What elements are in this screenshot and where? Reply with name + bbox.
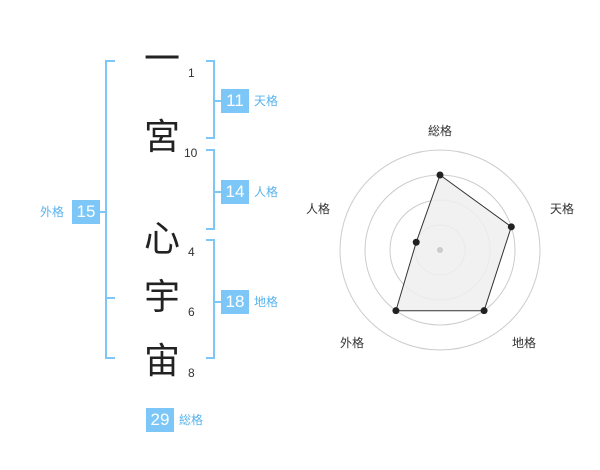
gaikaku-label: 外格 (40, 205, 65, 219)
stroke-count-5: 8 (188, 366, 195, 380)
jinkaku-label: 人格 (254, 185, 279, 199)
radar-point-1 (436, 171, 444, 179)
radar-value-polygon (395, 174, 512, 312)
soukaku-label: 総格 (179, 413, 204, 427)
stroke-count-2: 10 (184, 146, 198, 160)
stroke-count-1: 1 (188, 66, 195, 80)
jinkaku-value-badge: 14 (221, 180, 249, 204)
name-char-5: 宙 (143, 341, 180, 382)
radar-axis-label-jinkaku: 人格 (305, 202, 330, 216)
radar-axis-label-soukaku: 総格 (427, 124, 452, 138)
radar-axis-label-gaikaku: 外格 (339, 336, 364, 350)
soukaku-value-badge: 29 (146, 408, 174, 432)
chikaku-value-badge: 18 (221, 290, 249, 314)
jinkaku-bracket (206, 149, 215, 230)
tenkaku-label: 天格 (254, 94, 279, 108)
radar-ring-4 (339, 149, 541, 351)
name-char-4: 宇 (143, 277, 180, 318)
name-char-3: 心 (143, 219, 180, 260)
stroke-count-4: 6 (188, 305, 195, 319)
name-char-2: 宮 (143, 117, 180, 158)
radar-axis-label-tenkaku: 天格 (549, 202, 574, 216)
radar-center-dot (437, 247, 443, 253)
chikaku-bracket (206, 239, 215, 359)
gaikaku-value-badge: 15 (72, 200, 100, 224)
radar-axis-label-chikaku: 地格 (511, 336, 536, 350)
tenkaku-bracket (206, 60, 215, 139)
stroke-count-3: 4 (188, 245, 195, 259)
tenkaku-value-badge: 11 (221, 89, 249, 113)
name-char-1: 一 (143, 39, 180, 80)
radar-point-3 (480, 307, 488, 315)
radar-point-5 (412, 238, 420, 246)
chikaku-label: 地格 (254, 295, 279, 309)
gaikaku-bracket (105, 60, 115, 359)
radar-point-2 (507, 223, 515, 231)
radar-point-4 (392, 307, 400, 315)
